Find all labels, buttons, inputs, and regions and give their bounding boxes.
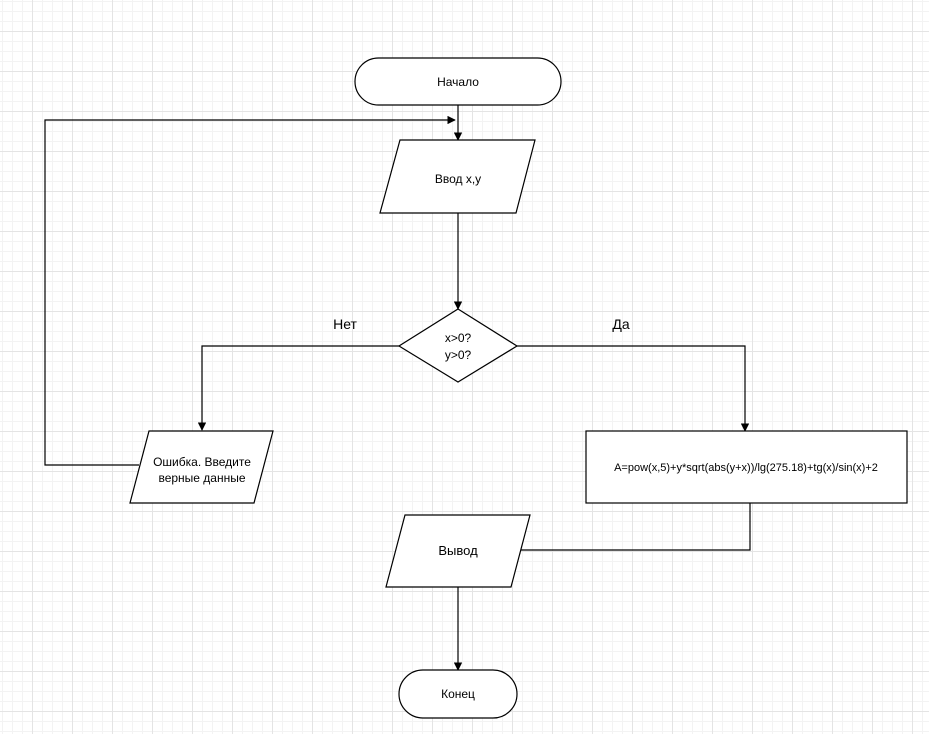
end-shape xyxy=(398,669,518,719)
start-label: Начало xyxy=(437,75,479,89)
condition-shape xyxy=(397,308,519,383)
formula-label: A=pow(x,5)+y*sqrt(abs(y+x))/lg(275.18)+t… xyxy=(614,462,878,474)
end-terminator[interactable]: Конец xyxy=(398,669,518,719)
input-label: Ввод x,y xyxy=(435,172,481,186)
end-label: Конец xyxy=(441,687,475,701)
edge-condition-yes-to-formula xyxy=(517,345,750,432)
no-branch-label: Нет xyxy=(333,316,357,332)
condition-decision[interactable]: x>0? y>0? xyxy=(397,308,519,383)
start-shape xyxy=(354,57,562,106)
error-block[interactable]: Ошибка. Введите верные данные xyxy=(129,430,274,504)
edge-formula-to-output xyxy=(512,503,751,555)
input-block[interactable]: Ввод x,y xyxy=(379,139,536,214)
yes-branch-label: Да xyxy=(612,316,629,332)
error-label-line2: верные данные xyxy=(158,471,245,485)
edge-error-loop-back-to-input xyxy=(44,115,456,466)
output-label: Вывод xyxy=(438,543,478,558)
start-terminator[interactable]: Начало xyxy=(354,57,562,106)
condition-label-line1: x>0? xyxy=(445,331,472,345)
error-label-line1: Ошибка. Введите xyxy=(153,455,251,469)
output-shape xyxy=(385,514,531,588)
condition-label-line2: y>0? xyxy=(445,348,472,362)
error-shape xyxy=(129,430,274,504)
formula-block[interactable]: A=pow(x,5)+y*sqrt(abs(y+x))/lg(275.18)+t… xyxy=(585,430,908,504)
formula-shape xyxy=(585,430,908,504)
output-block[interactable]: Вывод xyxy=(385,514,531,588)
input-shape xyxy=(379,139,536,214)
edge-condition-no-to-error xyxy=(197,345,399,431)
